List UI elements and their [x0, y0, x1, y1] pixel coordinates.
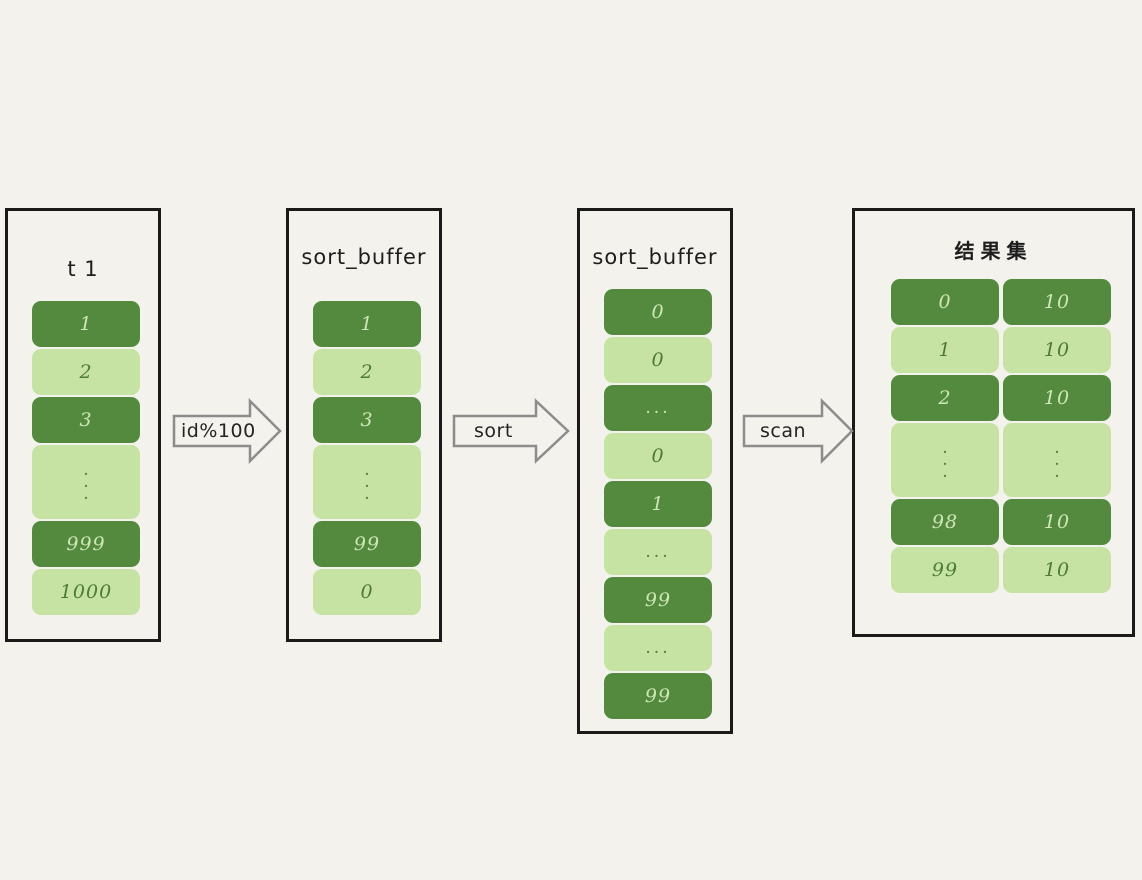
cell-value: 0 — [651, 349, 665, 371]
cell-value: 2 — [360, 361, 374, 383]
arrow-scan: scan — [742, 398, 854, 464]
panel-title-result-set: 结果集 — [954, 239, 1033, 263]
cell-sort-buffer-unsorted-row-1: 2 — [313, 349, 421, 395]
cell-value: 1 — [79, 313, 93, 335]
cell-sort-buffer-unsorted-row-2: 3 — [313, 397, 421, 443]
cell-sort-buffer-sorted-row-3: 0 — [604, 433, 712, 479]
cell-value: 0 — [651, 445, 665, 467]
cell-table-t1-row-4: 999 — [32, 521, 140, 567]
arrow-sort: sort — [452, 398, 570, 464]
arrow-label-scan: scan — [760, 420, 807, 442]
cell-value: 10 — [1043, 387, 1071, 409]
horizontal-ellipsis-icon: ... — [645, 638, 671, 658]
panel-title-table-t1: t 1 — [67, 257, 99, 281]
cell-sort-buffer-unsorted-row-5: 0 — [313, 569, 421, 615]
cell-table-t1-row-5: 1000 — [32, 569, 140, 615]
cell-value: 0 — [360, 581, 374, 603]
cell-table-t1-row-0: 1 — [32, 301, 140, 347]
cell-sort-buffer-sorted-row-7: ... — [604, 625, 712, 671]
cell-result-set-row-1-col-1: 10 — [1003, 327, 1111, 373]
cell-value: 99 — [644, 589, 672, 611]
cell-sort-buffer-sorted-row-2: ... — [604, 385, 712, 431]
cell-sort-buffer-sorted-row-6: 99 — [604, 577, 712, 623]
horizontal-ellipsis-icon: ... — [645, 398, 671, 418]
cell-value: 3 — [360, 409, 374, 431]
vertical-ellipsis-icon: ... — [942, 437, 948, 483]
cell-value: 99 — [931, 559, 959, 581]
cell-sort-buffer-sorted-row-0: 0 — [604, 289, 712, 335]
cell-result-set-row-3-col-1: ... — [1003, 423, 1111, 497]
cell-result-set-row-0-col-0: 0 — [891, 279, 999, 325]
cell-value: 10 — [1043, 291, 1071, 313]
cell-sort-buffer-sorted-row-5: ... — [604, 529, 712, 575]
cell-value: 999 — [66, 533, 106, 555]
cell-result-set-row-4-col-0: 98 — [891, 499, 999, 545]
cell-result-set-row-5-col-1: 10 — [1003, 547, 1111, 593]
cell-value: 1 — [360, 313, 374, 335]
arrow-label-sort: sort — [474, 420, 513, 442]
vertical-ellipsis-icon: ... — [364, 459, 370, 505]
cell-value: 0 — [651, 301, 665, 323]
cell-result-set-row-0-col-1: 10 — [1003, 279, 1111, 325]
panel-sort-buffer-sorted: sort_buffer 0 0... 0 1... 99... 99 — [577, 208, 733, 734]
arrow-id-mod-100: id%100 — [172, 398, 282, 464]
cell-table-t1-row-3: ... — [32, 445, 140, 519]
cell-result-set-row-1-col-0: 1 — [891, 327, 999, 373]
cell-table-t1-row-2: 3 — [32, 397, 140, 443]
vertical-ellipsis-icon: ... — [1054, 437, 1060, 483]
cell-result-set-row-4-col-1: 10 — [1003, 499, 1111, 545]
arrow-label-id-mod-100: id%100 — [181, 420, 256, 442]
cell-value: 3 — [79, 409, 93, 431]
cell-value: 2 — [938, 387, 952, 409]
cell-sort-buffer-unsorted-row-3: ... — [313, 445, 421, 519]
panel-title-sort-buffer-sorted: sort_buffer — [592, 245, 718, 269]
cell-value: 99 — [353, 533, 381, 555]
panel-sort-buffer-unsorted: sort_buffer 1 2 3... 99 0 — [286, 208, 442, 642]
cell-result-set-row-2-col-1: 10 — [1003, 375, 1111, 421]
panel-title-sort-buffer-unsorted: sort_buffer — [301, 245, 427, 269]
cell-value: 1 — [938, 339, 952, 361]
cell-result-set-row-5-col-0: 99 — [891, 547, 999, 593]
cell-value: 2 — [79, 361, 93, 383]
cell-sort-buffer-unsorted-row-4: 99 — [313, 521, 421, 567]
cell-result-set-row-2-col-0: 2 — [891, 375, 999, 421]
cell-sort-buffer-unsorted-row-0: 1 — [313, 301, 421, 347]
cell-sort-buffer-sorted-row-1: 0 — [604, 337, 712, 383]
vertical-ellipsis-icon: ... — [83, 459, 89, 505]
panel-result-set: 结果集 0 10 1 10 2 10...... 98 10 99 10 — [852, 208, 1135, 637]
cell-value: 98 — [931, 511, 959, 533]
cell-table-t1-row-1: 2 — [32, 349, 140, 395]
cell-value: 1 — [651, 493, 665, 515]
cell-value: 99 — [644, 685, 672, 707]
cell-value: 0 — [938, 291, 952, 313]
cell-result-set-row-3-col-0: ... — [891, 423, 999, 497]
cell-sort-buffer-sorted-row-4: 1 — [604, 481, 712, 527]
horizontal-ellipsis-icon: ... — [645, 542, 671, 562]
cell-sort-buffer-sorted-row-8: 99 — [604, 673, 712, 719]
cell-value: 10 — [1043, 511, 1071, 533]
cell-value: 10 — [1043, 339, 1071, 361]
panel-table-t1: t 1 1 2 3... 999 1000 — [5, 208, 161, 642]
cell-value: 1000 — [59, 581, 113, 603]
cell-value: 10 — [1043, 559, 1071, 581]
